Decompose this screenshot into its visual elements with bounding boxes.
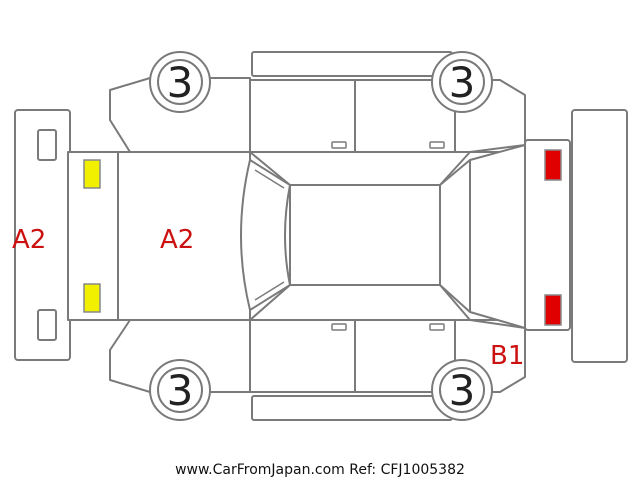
wheel-rear-right: 3 [431, 359, 493, 421]
damage-code-front-bumper: A2 [12, 225, 46, 255]
watermark-text: www.CarFromJapan.com Ref: CFJ1005382 [175, 462, 465, 478]
taillight-marker-right [544, 294, 562, 326]
wheel-front-right: 3 [149, 359, 211, 421]
upper-side-panels [109, 51, 526, 153]
headlight-marker-left [83, 159, 101, 189]
rear-bumper [571, 109, 628, 363]
grade-label: 3 [167, 58, 194, 107]
wheel-front-left: 3 [149, 51, 211, 113]
windshield [240, 159, 291, 311]
grade-label: 3 [449, 58, 476, 107]
grade-label: 3 [449, 366, 476, 415]
taillight-marker-left [544, 149, 562, 181]
trunk-panel [469, 144, 526, 329]
roof-panel [289, 184, 441, 286]
rear-panel [524, 139, 571, 331]
rear-window [439, 159, 475, 313]
headlight-marker-right [83, 283, 101, 313]
grade-label: 3 [167, 366, 194, 415]
damage-code-rear-quarter: B1 [490, 341, 524, 371]
damage-code-hood: A2 [160, 225, 194, 255]
wheel-rear-left: 3 [431, 51, 493, 113]
